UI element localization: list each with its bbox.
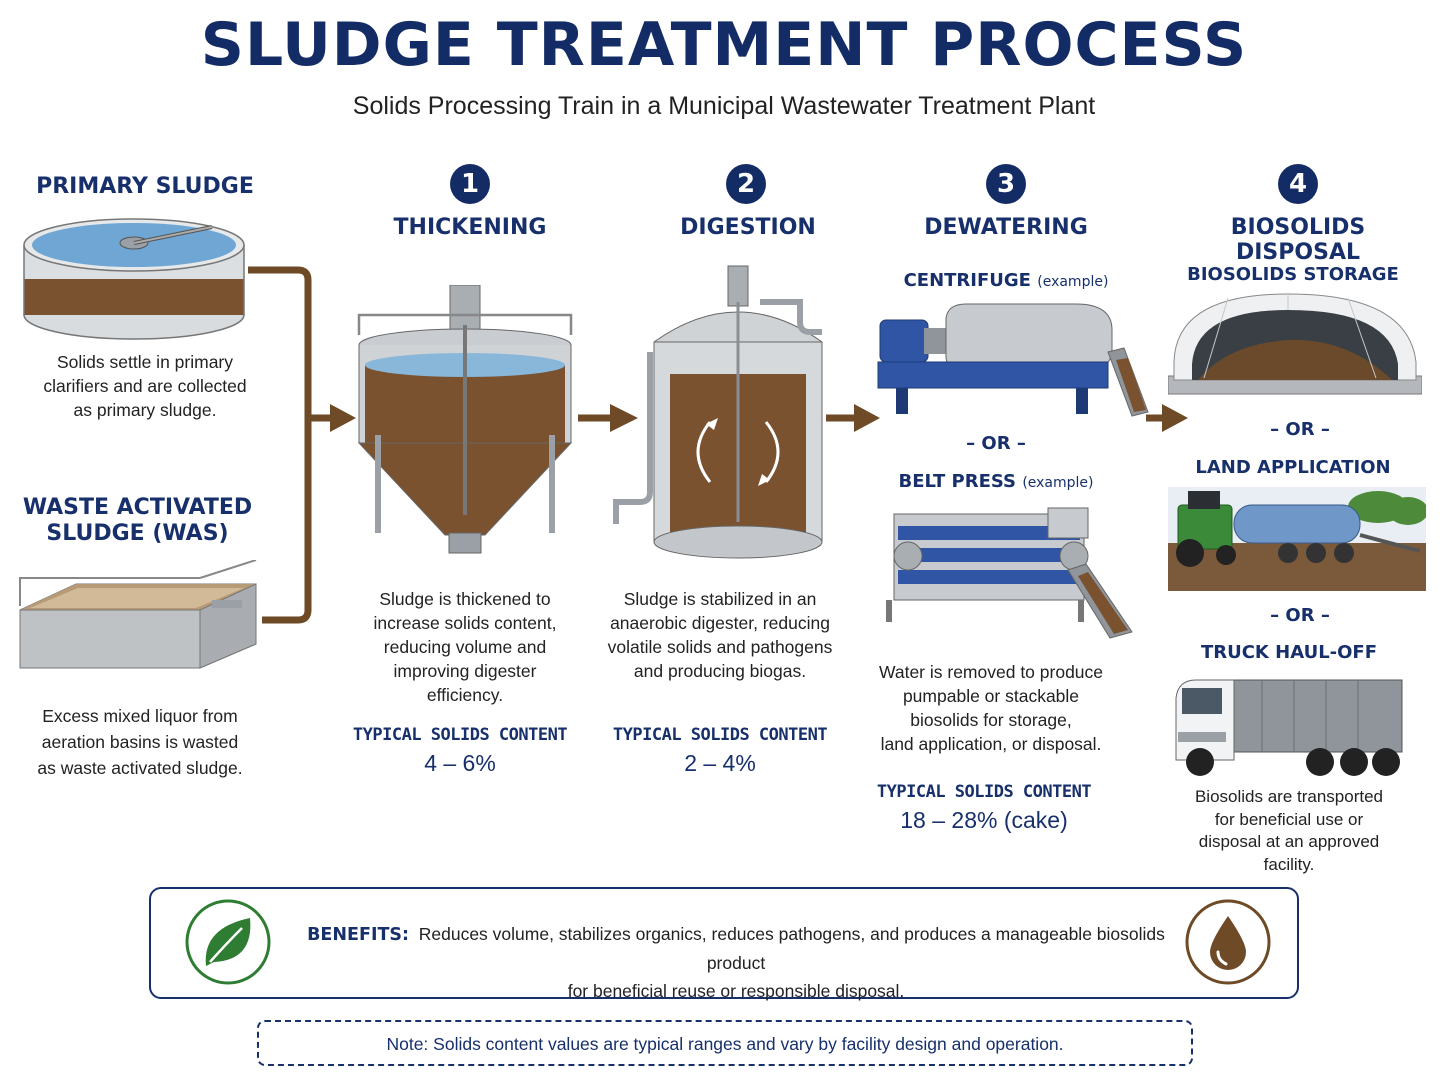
thickening-solids-label: TYPICAL SOLIDS CONTENT <box>352 725 568 745</box>
digestion-solids-value: 2 – 4% <box>684 750 756 776</box>
was-description: Excess mixed liquor from aeration basins… <box>37 706 243 778</box>
primary-clarifier-illustration <box>23 218 245 340</box>
land-application-illustration <box>1168 487 1426 591</box>
thickening-heading: THICKENING <box>393 215 547 240</box>
land-application-label: LAND APPLICATION <box>1195 457 1391 478</box>
water-drop-icon <box>1185 899 1271 985</box>
benefits-panel <box>149 887 1299 999</box>
biosolids-storage-illustration <box>1168 293 1422 395</box>
step-4-number: 4 <box>1278 164 1318 204</box>
was-heading: WASTE ACTIVATED SLUDGE (WAS) <box>22 495 253 546</box>
dewatering-heading: DEWATERING <box>924 215 1088 240</box>
biosolids-storage-label: BIOSOLIDS STORAGE <box>1187 264 1399 285</box>
arrow-to-disposal <box>1162 404 1188 432</box>
step-3-number: 3 <box>986 164 1026 204</box>
digestion-heading: DIGESTION <box>680 215 816 240</box>
arrow-to-digestion <box>610 404 638 432</box>
dump-truck-illustration <box>1175 679 1403 776</box>
page-title: SLUDGE TREATMENT PROCESS <box>200 10 1248 80</box>
step-2-number: 2 <box>726 164 766 204</box>
belt-press-illustration <box>886 507 1133 639</box>
centrifuge-label: CENTRIFUGE (example) <box>903 270 1109 291</box>
thickening-description: Sludge is thickened to increase solids c… <box>373 589 557 705</box>
biosolids-disposal-description: Biosolids are transported for beneficial… <box>1194 787 1384 874</box>
benefits-text: BENEFITS: Reduces volume, stabilizes org… <box>307 924 1165 1001</box>
aeration-basin-illustration <box>19 560 257 669</box>
centrifuge-illustration <box>877 303 1149 417</box>
arrow-to-thickening <box>330 404 356 432</box>
arrow-to-dewatering <box>854 404 880 432</box>
dewatering-solids-value: 18 – 28% (cake) <box>900 807 1068 833</box>
thickening-solids-value: 4 – 6% <box>424 750 496 776</box>
footnote: Note: Solids content values are typical … <box>257 1020 1193 1066</box>
dewatering-solids-label: TYPICAL SOLIDS CONTENT <box>876 782 1092 802</box>
disposal-or-separator-2: – OR – <box>1270 605 1330 626</box>
thickener-illustration <box>357 285 573 554</box>
digester-illustration <box>613 265 823 559</box>
leaf-icon <box>185 899 271 985</box>
benefits-label: BENEFITS: <box>307 925 409 945</box>
step-1-number: 1 <box>450 164 490 204</box>
digestion-description: Sludge is stabilized in an anaerobic dig… <box>607 589 833 681</box>
primary-sludge-heading: PRIMARY SLUDGE <box>36 174 254 199</box>
dewatering-or-separator: – OR – <box>966 433 1026 454</box>
truck-haul-off-label: TRUCK HAUL-OFF <box>1200 642 1378 663</box>
disposal-or-separator-1: – OR – <box>1270 419 1330 440</box>
belt-press-label: BELT PRESS (example) <box>898 471 1094 492</box>
primary-sludge-description: Solids settle in primary clarifiers and … <box>43 352 247 420</box>
digestion-solids-label: TYPICAL SOLIDS CONTENT <box>612 725 828 745</box>
page-subtitle: Solids Processing Train in a Municipal W… <box>352 92 1096 120</box>
dewatering-description: Water is removed to produce pumpable or … <box>878 662 1104 754</box>
biosolids-disposal-heading: BIOSOLIDS DISPOSAL <box>1230 215 1366 265</box>
